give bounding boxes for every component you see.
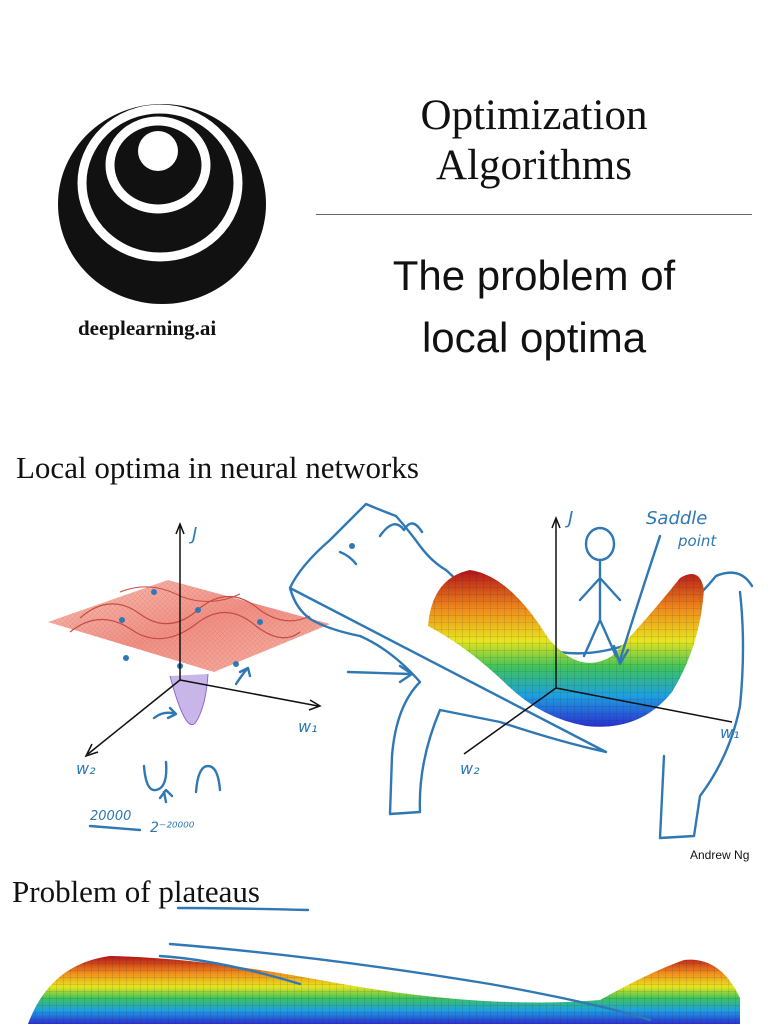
left-axes <box>84 521 322 758</box>
title-underline <box>176 906 310 912</box>
deck-title-line1: Optimization <box>420 92 648 139</box>
loss-surface-local-optima <box>48 580 330 726</box>
plateau-path-sketch-2 <box>158 954 302 986</box>
horse-eye <box>349 543 355 549</box>
slide-footer-author: Andrew Ng <box>690 848 750 862</box>
logo-text: deeplearning.ai <box>78 316 217 340</box>
local-optima-figure: J w₁ w₂ 20000 2⁻²⁰⁰⁰⁰ J w₁ w₂ Saddle poi… <box>48 502 754 840</box>
plateau-figure <box>28 906 740 1024</box>
convex-sketch <box>142 760 168 792</box>
deck-title-line2: Algorithms <box>436 142 632 189</box>
horse-mane <box>378 522 424 538</box>
saddle-label-line2: point <box>677 532 717 550</box>
concave-sketch <box>194 764 222 794</box>
horse-sketch <box>288 502 754 840</box>
plateau-path-sketch <box>168 942 652 1022</box>
count-arrow <box>158 788 174 804</box>
slide3-title: Problem of plateaus <box>12 874 260 909</box>
right-axis-w2-label: w₂ <box>460 759 480 778</box>
title-divider <box>316 214 752 215</box>
stick-figure-sketch <box>578 526 622 658</box>
plateau-surface <box>28 956 740 1024</box>
saddle-label-line1: Saddle <box>646 508 707 529</box>
right-axes <box>463 515 733 755</box>
left-axis-j-label: J <box>189 524 197 545</box>
dimension-count: 20000 <box>90 809 131 824</box>
left-axis-w1-label: w₁ <box>298 717 318 736</box>
min-pointer-arrow <box>152 706 178 720</box>
right-axis-j-label: J <box>565 508 573 529</box>
deeplearning-logo <box>58 104 266 304</box>
probability-label: 2⁻²⁰⁰⁰⁰ <box>150 820 195 836</box>
local-min-arrow <box>234 666 252 686</box>
slide-subtitle-line2: local optima <box>421 314 647 361</box>
saddle-pointer-arrow <box>612 534 662 666</box>
slide-subtitle-line1: The problem of <box>392 252 676 299</box>
count-underline <box>88 824 142 832</box>
right-axis-w1-label: w₁ <box>720 723 740 742</box>
slide2-title: Local optima in neural networks <box>16 450 419 485</box>
transition-arrow <box>346 664 414 684</box>
left-axis-w2-label: w₂ <box>76 759 96 778</box>
saddle-surface <box>428 570 704 727</box>
